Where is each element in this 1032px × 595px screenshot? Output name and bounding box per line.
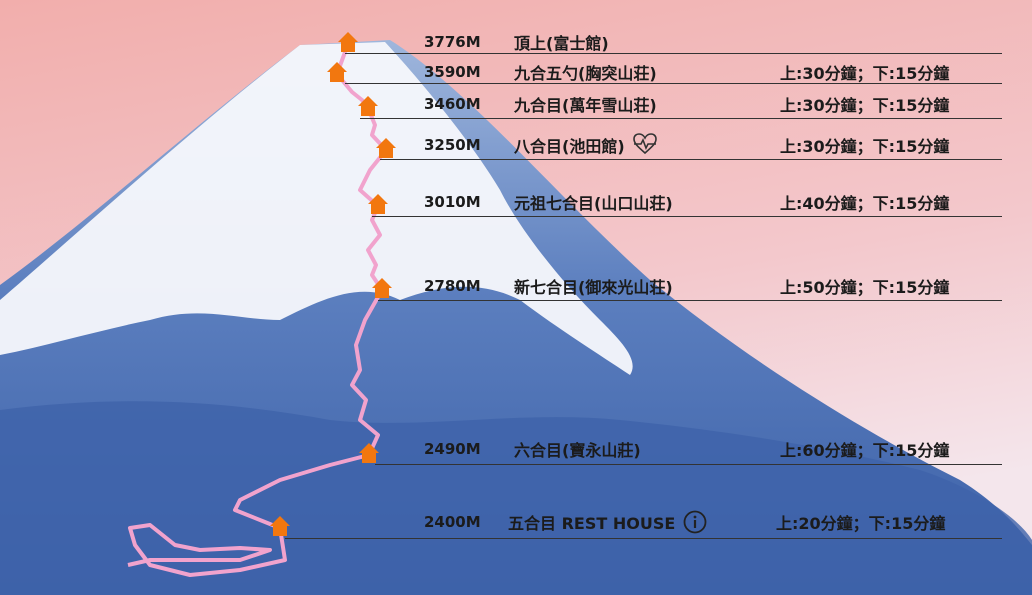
station-name-text: 九合五勺(胸突山荘) (514, 64, 657, 83)
row-divider (360, 118, 1002, 119)
station-name-text: 九合目(萬年雪山荘) (514, 96, 657, 115)
info-icon[interactable] (683, 510, 707, 534)
altitude-label: 3460M (424, 95, 481, 113)
hut-marker-icon (338, 32, 358, 52)
row-divider (372, 216, 1002, 217)
altitude-label: 3250M (424, 136, 481, 154)
station-row: 2400M 五合目 REST HOUSE 上:20分鐘；下:15分鐘 (0, 510, 1032, 539)
station-name: 九合五勺(胸突山荘) (514, 60, 657, 84)
station-row: 3460M 九合目(萬年雪山荘) 上:30分鐘；下:15分鐘 (0, 95, 1032, 119)
station-row: 3010M 元祖七合目(山口山荘) 上:40分鐘；下:15分鐘 (0, 193, 1032, 217)
hiking-time: 上:50分鐘；下:15分鐘 (780, 278, 950, 297)
station-name: 六合目(寶永山莊) (514, 437, 641, 461)
hut-marker-icon (358, 96, 378, 116)
hut-marker-icon (327, 62, 347, 82)
hut-marker-icon (372, 278, 392, 298)
snow-cap (0, 42, 633, 375)
station-name: 九合目(萬年雪山荘) (514, 92, 657, 116)
hiking-time: 上:30分鐘；下:15分鐘 (780, 96, 950, 115)
station-row: 2780M 新七合目(御來光山荘) 上:50分鐘；下:15分鐘 (0, 277, 1032, 301)
station-name-text: 新七合目(御來光山荘) (514, 278, 673, 297)
row-divider (375, 464, 1002, 465)
hiking-time: 上:40分鐘；下:15分鐘 (780, 194, 950, 213)
row-divider (380, 159, 1002, 160)
station-name: 元祖七合目(山口山荘) (514, 190, 673, 214)
station-name-text: 八合目(池田館) (514, 137, 625, 156)
station-name-text: 六合目(寶永山莊) (514, 441, 641, 460)
station-row: 3776M 頂上(富士館) (0, 33, 1032, 54)
station-name-text: 五合目 REST HOUSE (508, 514, 676, 533)
row-divider (345, 53, 1002, 54)
altitude-label: 3010M (424, 193, 481, 211)
hiking-time: 上:20分鐘；下:15分鐘 (776, 514, 946, 533)
lower-ridge (0, 401, 1032, 595)
hut-marker-icon (368, 194, 388, 214)
station-name: 新七合目(御來光山荘) (514, 274, 673, 298)
hiking-time: 上:30分鐘；下:15分鐘 (780, 64, 950, 83)
altitude-label: 2780M (424, 277, 481, 295)
hiking-time: 上:60分鐘；下:15分鐘 (780, 441, 950, 460)
station-row: 3250M 八合目(池田館) 上:30分鐘；下:15分鐘 (0, 133, 1032, 160)
station-name-text: 元祖七合目(山口山荘) (514, 194, 673, 213)
hiking-time: 上:30分鐘；下:15分鐘 (780, 137, 950, 156)
station-name: 頂上(富士館) (514, 30, 609, 54)
hut-marker-icon (270, 516, 290, 536)
altitude-label: 2490M (424, 440, 481, 458)
row-divider (285, 538, 1002, 539)
heartbeat-icon (632, 133, 657, 157)
station-name-text: 頂上(富士館) (514, 34, 609, 53)
hut-marker-icon (359, 443, 379, 463)
row-divider (345, 83, 1002, 84)
altitude-label: 3776M (424, 33, 481, 51)
altitude-label: 2400M (424, 513, 481, 531)
station-row: 3590M 九合五勺(胸突山荘) 上:30分鐘；下:15分鐘 (0, 63, 1032, 84)
station-name: 八合目(池田館) (514, 133, 657, 157)
row-divider (378, 300, 1002, 301)
station-name: 五合目 REST HOUSE (508, 510, 707, 534)
altitude-label: 3590M (424, 63, 481, 81)
hut-marker-icon (376, 138, 396, 158)
station-row: 2490M 六合目(寶永山莊) 上:60分鐘；下:15分鐘 (0, 440, 1032, 465)
